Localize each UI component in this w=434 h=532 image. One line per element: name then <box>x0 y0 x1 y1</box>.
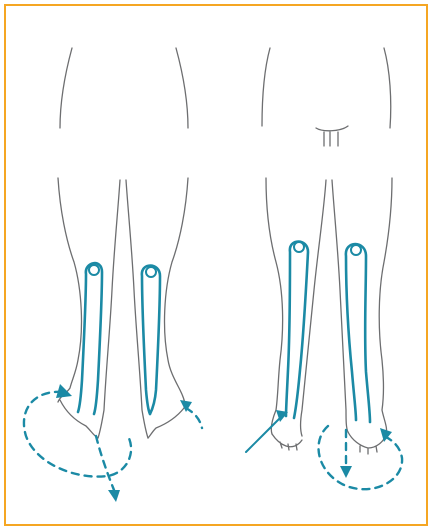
front-right-tape-loop <box>346 244 370 422</box>
rear-torso-right-line <box>176 48 188 128</box>
rear-left-arrow-upper <box>56 384 72 398</box>
rear-left-tape-loop <box>78 263 102 414</box>
front-left-foot <box>272 434 302 450</box>
front-left-tape-loop <box>286 242 308 419</box>
front-torso-left-line <box>262 48 270 126</box>
front-right-leg-outline <box>379 178 392 434</box>
front-left-ankle-line <box>246 418 280 452</box>
rear-right-leg-outline <box>165 178 188 408</box>
front-right-leg-inner <box>332 180 348 432</box>
rear-view-panel <box>24 48 202 502</box>
front-navel-mark <box>316 126 348 146</box>
front-view-panel <box>246 48 402 489</box>
front-left-leg-outline <box>266 178 283 434</box>
rear-left-tape-anchor <box>89 265 99 275</box>
rear-right-tape-loop <box>142 266 160 415</box>
front-torso-right-line <box>384 48 391 128</box>
front-right-arrow-down <box>340 466 352 478</box>
front-left-tape-anchor <box>294 242 304 252</box>
rear-left-leg-outline <box>58 178 81 402</box>
rear-right-heel <box>148 408 184 438</box>
front-right-ankle-wrap <box>319 426 403 489</box>
rear-left-down-dash <box>96 436 114 490</box>
rear-right-tape-anchor <box>146 267 156 277</box>
front-right-foot <box>348 432 386 454</box>
rear-left-arrow-down <box>108 490 120 502</box>
front-right-tape-anchor <box>351 245 361 255</box>
rear-right-leg-inner <box>126 180 148 438</box>
rear-right-ankle-dash <box>186 408 202 428</box>
rear-torso-left-line <box>60 48 72 128</box>
rear-left-ankle-wrap <box>24 392 131 477</box>
